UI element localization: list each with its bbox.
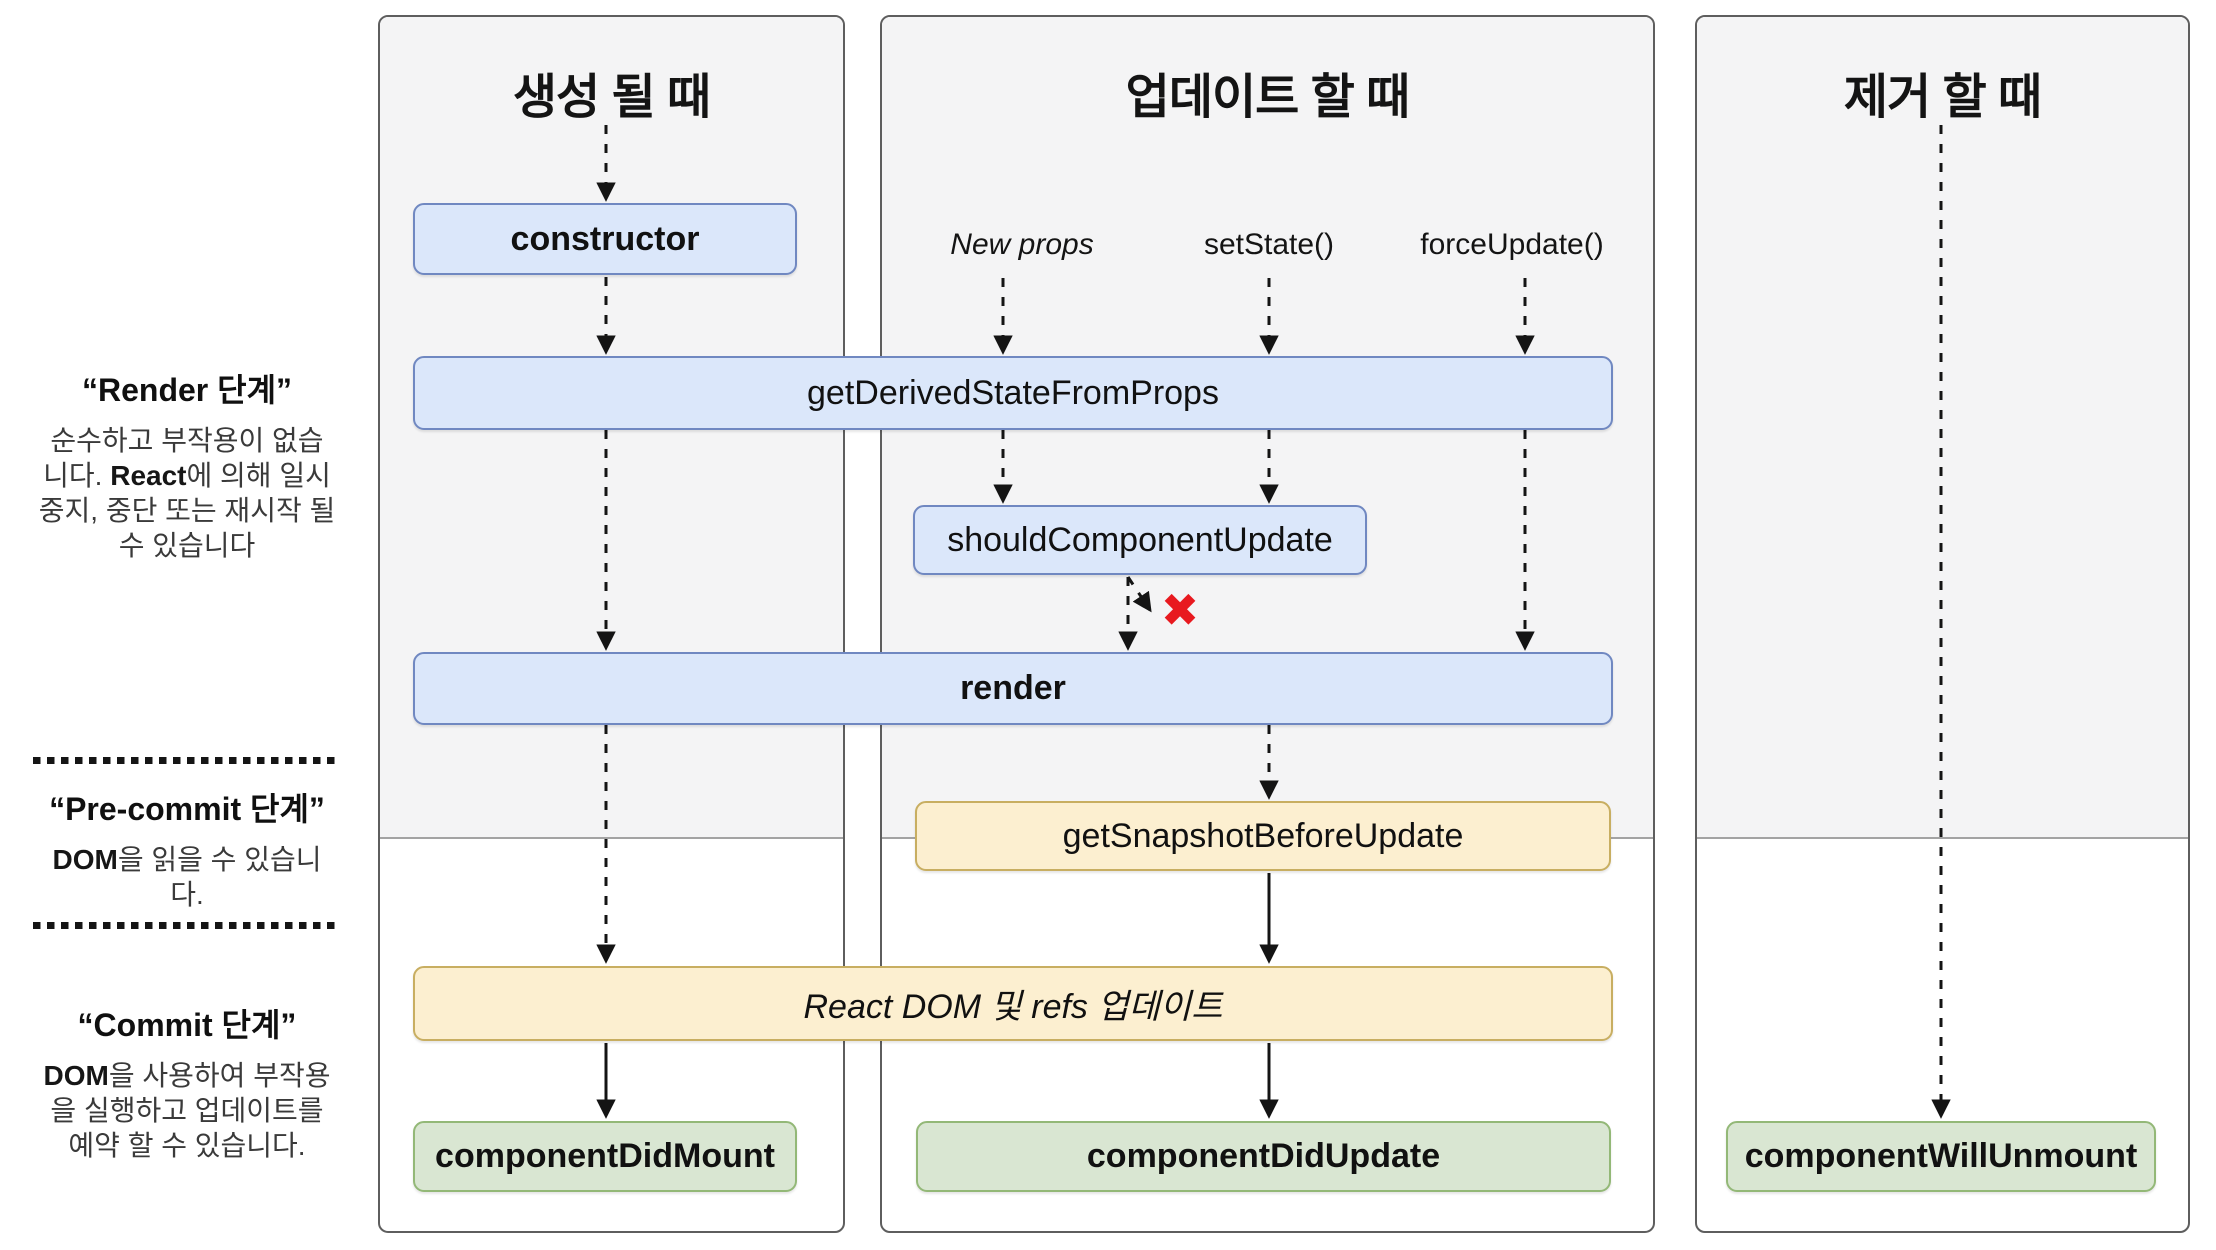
setstate-trigger-label: setState() [1203, 228, 1335, 261]
render-phase-desc-line: 니다. React에 의해 일시 [43, 460, 331, 491]
render-phase-label: “Render 단계” 순수하고 부작용이 없습 니다. React에 의해 일… [20, 365, 354, 563]
constructor-box[interactable]: constructor [413, 203, 797, 275]
mount-column-panel: 생성 될 때 [378, 15, 845, 1233]
pre-commit-desc-line: DOM을 읽을 수 있습니 [52, 844, 322, 875]
pre-commit-desc-line: 다. [170, 879, 204, 910]
component-did-update-box[interactable]: componentDidUpdate [916, 1121, 1611, 1192]
forceupdate-trigger-label: forceUpdate() [1420, 228, 1604, 261]
react-dom-refs-update-box: React DOM 및 refs 업데이트 [413, 966, 1613, 1041]
should-component-update-box[interactable]: shouldComponentUpdate [913, 505, 1367, 575]
render-phase-background [1697, 17, 2188, 839]
update-column-panel: 업데이트 할 때 [880, 15, 1655, 1233]
unmount-column-title: 제거 할 때 [1843, 71, 2042, 124]
commit-phase-label: “Commit 단계” DOM을 사용하여 부작용 을 실행하고 업데이트를 예… [20, 1000, 354, 1163]
pre-commit-phase-title: “Pre-commit 단계” [49, 791, 325, 827]
pre-commit-phase-label: “Pre-commit 단계” DOM을 읽을 수 있습니 다. [20, 784, 354, 912]
commit-desc-line: DOM을 사용하여 부작용 [43, 1060, 331, 1091]
phase-separator-dotted-line [33, 922, 338, 929]
commit-phase-title: “Commit 단계” [77, 1007, 297, 1043]
unmount-column-panel: 제거 할 때 [1695, 15, 2190, 1233]
mount-column-title: 생성 될 때 [512, 71, 711, 124]
new-props-trigger-label: New props [950, 228, 1094, 261]
render-phase-desc-line: 순수하고 부작용이 없습 [50, 425, 324, 456]
component-will-unmount-box[interactable]: componentWillUnmount [1726, 1121, 2156, 1192]
commit-desc-line: 예약 할 수 있습니다. [68, 1130, 306, 1161]
render-phase-title: “Render 단계” [81, 372, 293, 408]
render-box[interactable]: render [413, 652, 1613, 725]
update-column-title: 업데이트 할 때 [1125, 71, 1411, 124]
render-phase-desc-line: 수 있습니다 [118, 530, 256, 561]
skip-update-x-icon: ✖ [1160, 583, 1200, 637]
phase-separator-dotted-line [33, 757, 338, 764]
component-did-mount-box[interactable]: componentDidMount [413, 1121, 797, 1192]
get-derived-state-from-props-box[interactable]: getDerivedStateFromProps [413, 356, 1613, 430]
commit-desc-line: 을 실행하고 업데이트를 [50, 1095, 324, 1126]
render-phase-desc-line: 중지, 중단 또는 재시작 될 [38, 495, 336, 526]
get-snapshot-before-update-box[interactable]: getSnapshotBeforeUpdate [915, 801, 1611, 871]
